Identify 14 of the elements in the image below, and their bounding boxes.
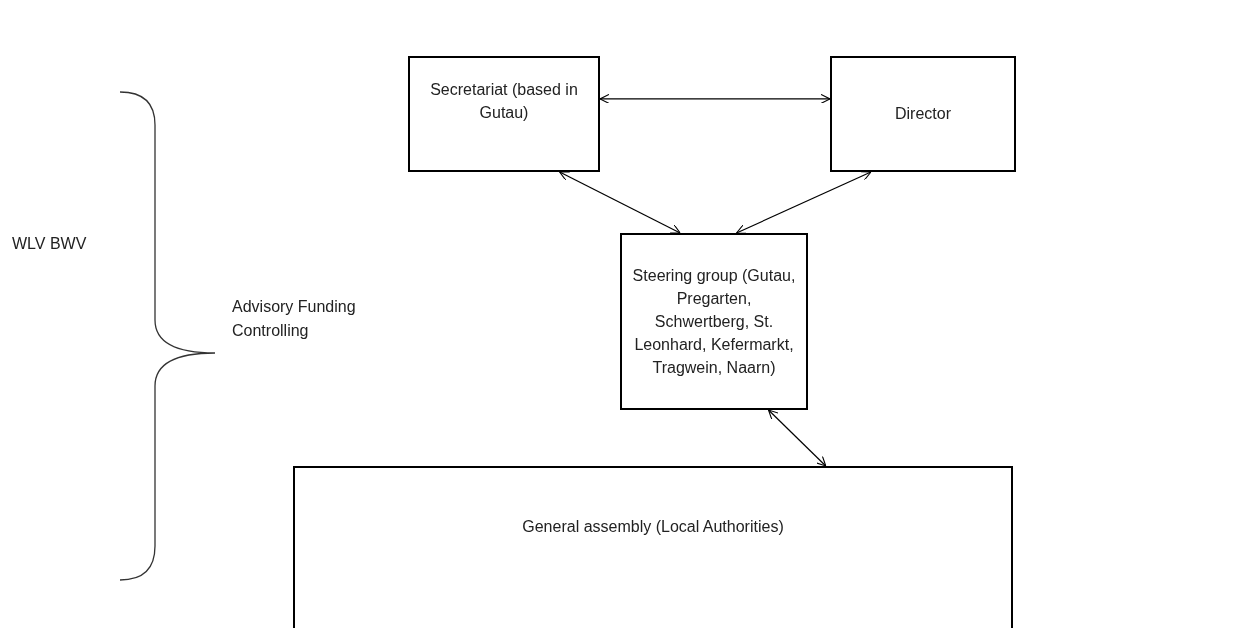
- box-text: Director: [895, 104, 951, 125]
- double-arrow: [559, 171, 681, 234]
- double-arrow: [735, 171, 872, 234]
- side-note: Advisory Funding Controlling: [232, 297, 357, 341]
- side-note: WLV BWV: [12, 234, 88, 254]
- org-box: [620, 233, 808, 410]
- box-text: Secretariat (based in Gutau): [429, 79, 579, 123]
- double-arrow: [767, 409, 827, 467]
- org-box: [293, 466, 1013, 628]
- double-arrow: [599, 93, 831, 104]
- org-box: [830, 56, 1016, 172]
- box-text: General assembly (Local Authorities): [522, 517, 784, 538]
- org-box: [408, 56, 600, 172]
- box-text: Steering group (Gutau, Pregarten, Schwertberg, St. Leonhard, Kefermarkt, Tragwein, Naarn): [631, 265, 797, 379]
